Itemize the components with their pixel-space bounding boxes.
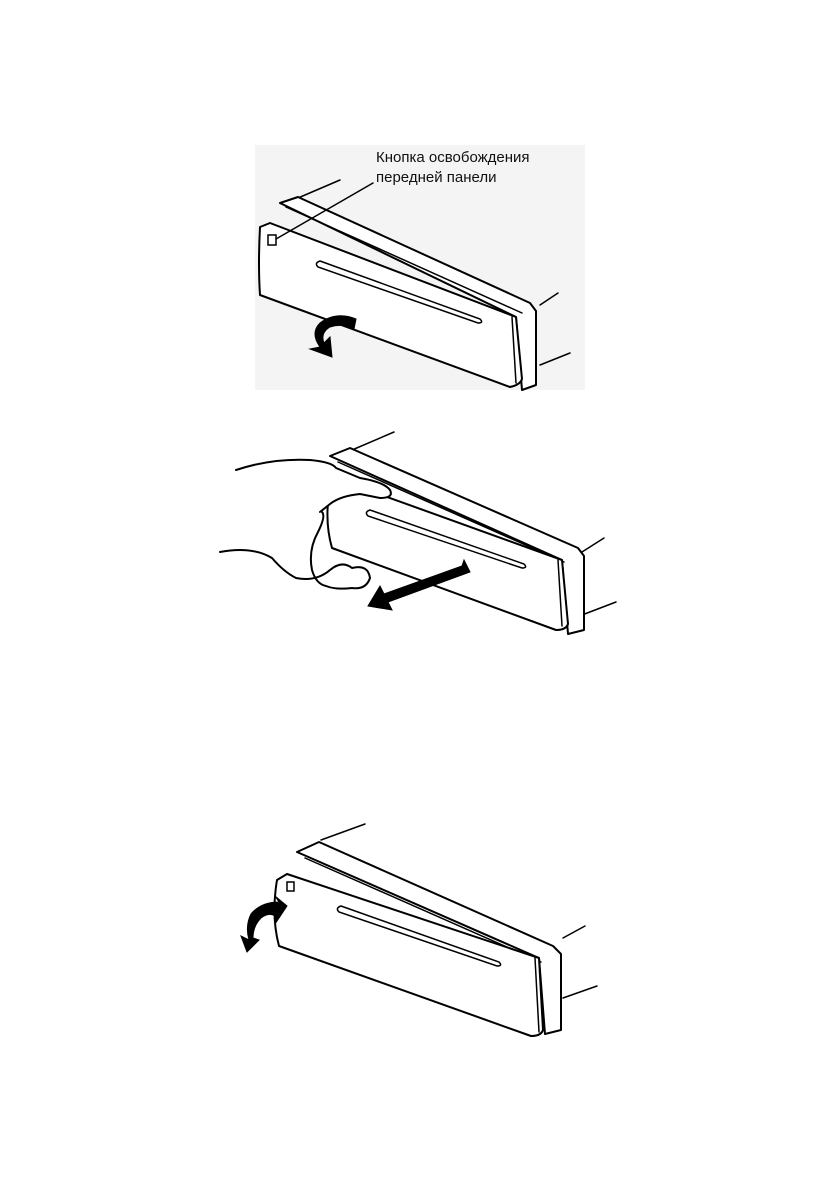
chassis-line: [582, 602, 616, 615]
chassis-line: [563, 926, 585, 938]
callout-line-1: Кнопка освобождения: [376, 148, 530, 168]
chassis-line: [321, 824, 365, 840]
figure-detach-pull-panel: [212, 420, 632, 645]
callout-line-2: передней панели: [376, 168, 530, 188]
release-button-callout: Кнопка освобождения передней панели: [376, 148, 530, 188]
chassis-line: [352, 432, 394, 450]
device-illustration: [235, 818, 610, 1048]
release-button-icon: [268, 235, 276, 245]
figure-attach-panel: [235, 818, 610, 1048]
chassis-line: [582, 538, 604, 552]
chassis-line: [563, 986, 597, 998]
release-button-icon: [287, 882, 294, 891]
device-illustration: [212, 420, 632, 645]
